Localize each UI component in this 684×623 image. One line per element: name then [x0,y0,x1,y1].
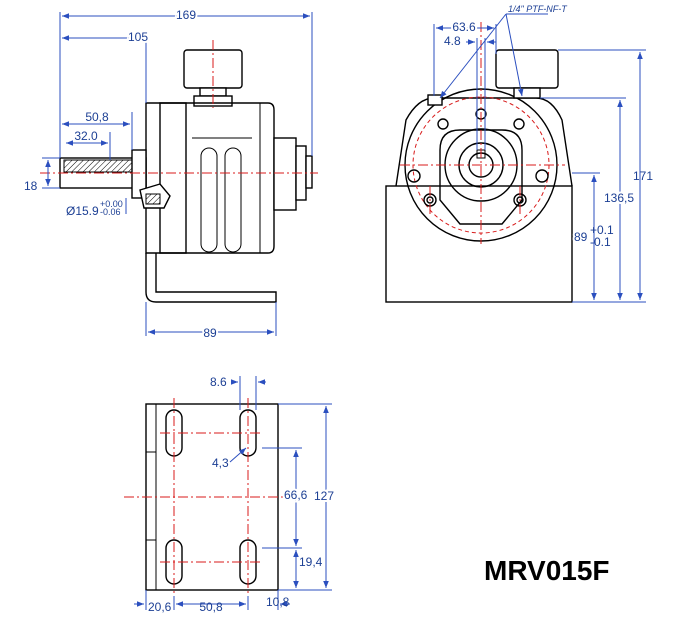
dim-shaft-tol-lower: -0.06 [100,207,121,217]
dim-shaft-height: 18 [24,179,38,193]
dim-overall-height: 171 [633,169,653,183]
motor-housing [159,102,275,254]
dim-shaft-length: 50,8 [85,110,109,124]
housing-rib [200,147,218,253]
base-view: 8.6 4,3 66,6 127 19,4 20,6 50,8 10,8 [124,375,336,614]
front-housing-outline [395,97,573,187]
dim-keyway-width: 4.8 [444,34,461,48]
front-knob [495,49,559,89]
side-view: 169 105 50,8 32.0 18 Ø15.9 +0.00 -0.06 8… [24,6,318,342]
dim-shaft-center-tol-upper: +0.1 [590,223,614,237]
dim-slot-pitch-horizontal: 50,8 [199,600,223,614]
end-cap [273,137,297,211]
dim-cover-height: 136,5 [604,191,634,205]
front-flange [439,129,523,225]
dim-bolt-circle: 63.6 [452,20,476,34]
dim-bracket-width: 89 [203,326,217,340]
motor-flange [145,102,187,254]
dim-right-edge-offset: 10,8 [266,595,290,609]
dim-shaft-center-height: 89 [574,230,588,244]
front-port [427,94,443,106]
dim-edge-to-slot: 19,4 [299,555,323,569]
dim-shaft-tol-upper: +0.00 [100,199,123,209]
dim-shaft-center-tol-lower: -0.1 [590,235,611,249]
port-thread-label: 1/4" PTF-NF-T [508,4,568,14]
dim-slot-width: 8.6 [210,375,227,389]
housing-rib [224,147,242,253]
dim-flange-to-end: 105 [128,30,148,44]
dim-base-length: 127 [314,489,334,503]
dim-overall-length: 169 [176,8,196,22]
model-title: MRV015F [484,555,610,586]
dim-shaft-diameter: Ø15.9 [66,204,99,218]
dim-slot-radius: 4,3 [212,456,229,470]
dim-slot-pitch-vertical: 66,6 [284,488,308,502]
base-plate [385,185,573,303]
dim-left-edge-offset: 20,6 [148,600,172,614]
shaft-key [63,159,133,173]
mounting-bracket [145,253,277,303]
dim-key-length: 32.0 [74,129,98,143]
front-view: 63.6 4.8 1/4" PTF-NF-T 171 136,5 89 +0.1… [385,4,653,303]
